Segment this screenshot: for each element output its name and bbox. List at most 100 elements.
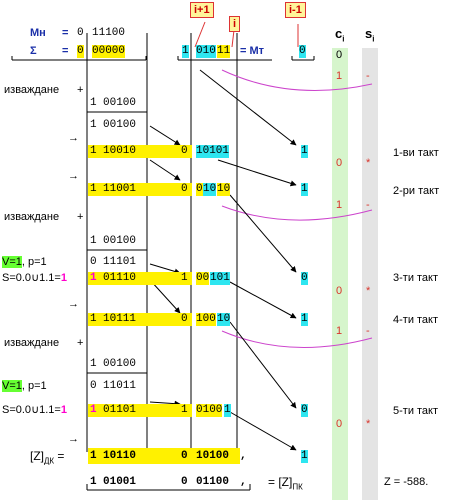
r6-bits: 11101 bbox=[103, 256, 137, 268]
step-2: 2-ри такт bbox=[393, 185, 440, 197]
r4-out: 1 bbox=[301, 183, 308, 196]
si-1: - bbox=[366, 70, 370, 82]
v1-label-1: V=1, p=1 bbox=[2, 256, 47, 268]
r4-bits: 11001 bbox=[103, 183, 137, 195]
si-6: * bbox=[366, 418, 371, 430]
r8-right-b: 10 bbox=[217, 313, 231, 326]
arrow-4: → bbox=[68, 433, 79, 445]
extra-bit: 0 bbox=[299, 45, 306, 58]
si-4: * bbox=[366, 285, 371, 297]
ci-5: 1 bbox=[336, 325, 343, 337]
arrow-1: → bbox=[68, 132, 79, 144]
r11-right-a: 0100 bbox=[196, 404, 223, 417]
r4-mid: 0 bbox=[181, 183, 188, 195]
sigma-label: Σ bbox=[30, 45, 37, 57]
r3-out: 1 bbox=[301, 145, 308, 158]
si-5: - bbox=[366, 325, 370, 337]
arrow-3: → bbox=[68, 298, 79, 310]
r8-out: 1 bbox=[301, 313, 308, 326]
z-value: Z = -588. bbox=[384, 476, 429, 488]
r12-sign: 1 bbox=[90, 450, 97, 462]
r3-sign: 1 bbox=[90, 145, 97, 157]
r11-out: 0 bbox=[301, 404, 308, 417]
r3-right: 10101 bbox=[196, 145, 230, 158]
r3-highlight bbox=[88, 145, 192, 158]
r3-bits: 10010 bbox=[103, 145, 137, 157]
r6-sign: 0 bbox=[90, 256, 97, 268]
r7-highlight bbox=[88, 272, 192, 285]
r8-right-a: 100 bbox=[196, 313, 216, 326]
subtract-label-1: изваждане bbox=[4, 84, 60, 96]
r7-out: 0 bbox=[301, 272, 308, 285]
s-formula-1: S=0.0∪1.1=1 bbox=[2, 272, 67, 284]
r13-mid: 0 bbox=[181, 476, 188, 488]
si-3: - bbox=[366, 199, 370, 211]
si-2: * bbox=[366, 157, 371, 169]
r4-highlight bbox=[88, 183, 192, 196]
r13-bits: 01001 bbox=[103, 476, 137, 488]
r11-bits: 01101 bbox=[103, 404, 137, 416]
ci-column-bg bbox=[332, 48, 348, 500]
ci-3: 1 bbox=[336, 199, 343, 211]
r10-sign: 0 bbox=[90, 380, 97, 392]
r8-bits: 10111 bbox=[103, 313, 137, 325]
ci-2: 0 bbox=[336, 157, 343, 169]
r12-comma: , bbox=[240, 450, 247, 462]
mn-sign: 0 bbox=[77, 27, 84, 39]
r9-bits: 00100 bbox=[103, 358, 137, 370]
mt-label: = Мт bbox=[240, 45, 265, 57]
sum-sign: 0 bbox=[77, 45, 84, 58]
r11-sign: 1 bbox=[90, 404, 97, 416]
zpk-label: = [Z]ПК bbox=[268, 475, 303, 492]
r1-sign: 1 bbox=[90, 97, 97, 109]
sum-bits: 00000 bbox=[92, 45, 126, 58]
plus-1: + bbox=[77, 84, 84, 96]
subtract-label-2: изваждане bbox=[4, 211, 60, 223]
tag-i-plus-1: i+1 bbox=[190, 2, 214, 18]
r4-right-b: 10 bbox=[203, 183, 217, 196]
arrow-2: → bbox=[68, 170, 79, 182]
mn-label: Мн bbox=[30, 27, 46, 39]
r8-sign: 1 bbox=[90, 313, 97, 325]
ci-6: 0 bbox=[336, 418, 343, 430]
r4-right-c: 10 bbox=[217, 183, 231, 196]
r5-sign: 1 bbox=[90, 235, 97, 247]
si-header: si bbox=[365, 26, 375, 44]
mt-bits-a: 010 bbox=[196, 45, 216, 58]
r12-bits: 10110 bbox=[103, 450, 137, 462]
zdk-label: [Z]ДК = bbox=[30, 449, 65, 466]
r13-comma: , bbox=[240, 476, 247, 488]
r7-bits: 01110 bbox=[103, 272, 137, 284]
mt-sign: 1 bbox=[182, 45, 189, 58]
r7-right-a: 00 bbox=[196, 272, 210, 285]
r8-mid: 0 bbox=[181, 313, 188, 325]
r11-highlight bbox=[88, 404, 192, 417]
r2-bits: 00100 bbox=[103, 119, 137, 131]
r7-right-b: 101 bbox=[210, 272, 230, 285]
r13-sign: 1 bbox=[90, 476, 97, 488]
step-4: 4-ти такт bbox=[393, 314, 439, 326]
r7-mid: 1 bbox=[181, 272, 188, 284]
tag-i: i bbox=[229, 16, 241, 32]
r9-sign: 1 bbox=[90, 358, 97, 370]
r2-sign: 1 bbox=[90, 119, 97, 131]
si-column-bg bbox=[362, 48, 378, 500]
r12-right: 10100 bbox=[196, 450, 230, 462]
sigma-eq: = bbox=[62, 45, 69, 57]
r8-highlight bbox=[88, 313, 192, 326]
r7-sign: 1 bbox=[90, 272, 97, 284]
mn-eq: = bbox=[62, 27, 69, 39]
plus-3: + bbox=[77, 337, 84, 349]
r11-mid: 1 bbox=[181, 404, 188, 416]
step-1: 1-ви такт bbox=[393, 147, 439, 159]
r12-highlight bbox=[88, 448, 240, 464]
v1-label-2: V=1, p=1 bbox=[2, 380, 47, 392]
r12-out: 1 bbox=[301, 450, 308, 463]
r13-right: 01100 bbox=[196, 476, 230, 488]
ci-header: ci bbox=[335, 26, 345, 44]
r3-mid: 0 bbox=[181, 145, 188, 157]
s-formula-2: S=0.0∪1.1=1 bbox=[2, 404, 67, 416]
mt-bits-b: 11 bbox=[217, 45, 231, 58]
r11-right-b: 1 bbox=[224, 404, 231, 417]
